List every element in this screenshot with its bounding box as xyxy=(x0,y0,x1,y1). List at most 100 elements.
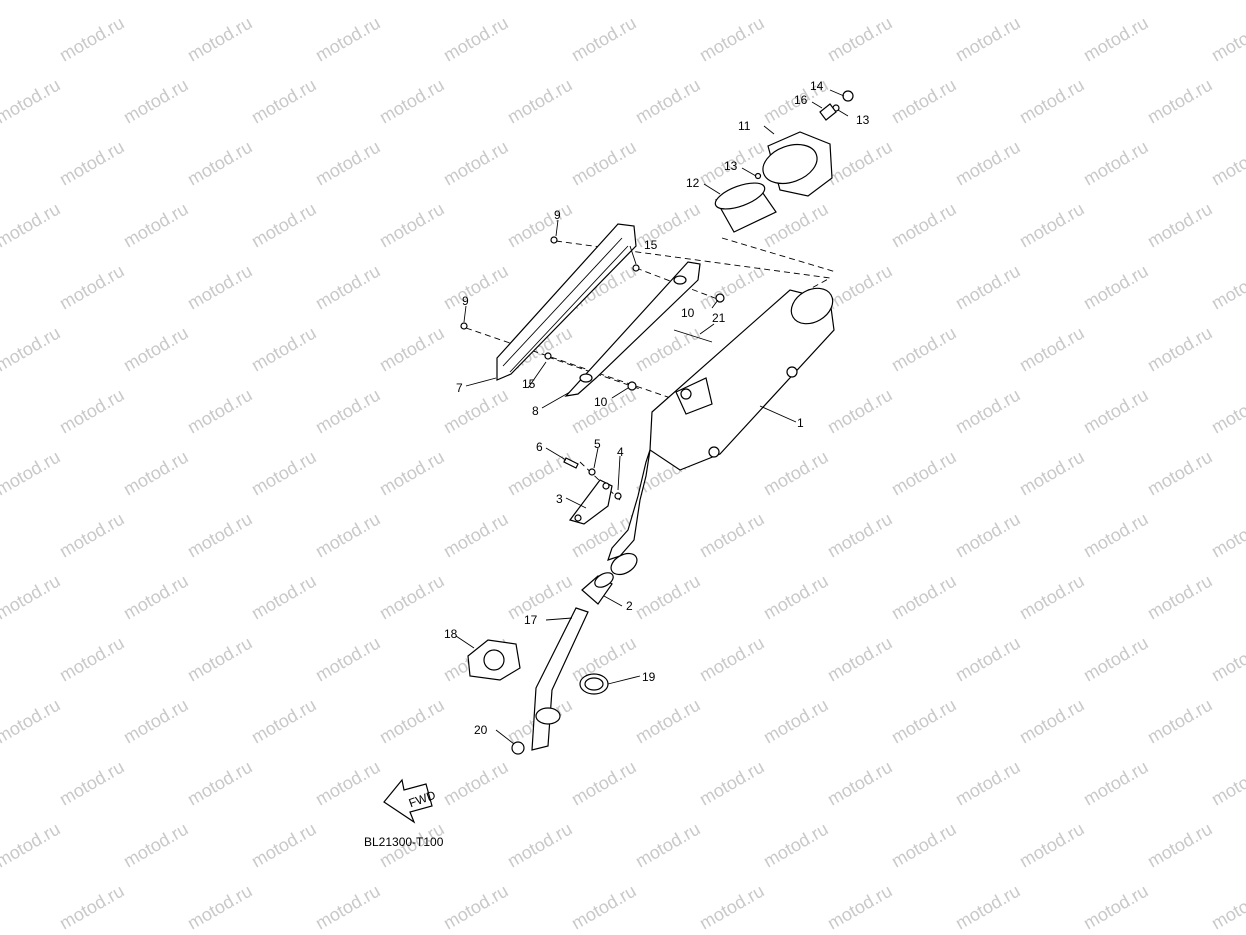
watermark-text: motod.ru xyxy=(1016,0,1088,3)
heat-shield-part-7 xyxy=(496,223,637,381)
watermark-text: motod.ru xyxy=(1144,447,1216,500)
watermark-text: motod.ru xyxy=(184,757,256,810)
watermark-text: motod.ru xyxy=(696,509,768,562)
band-part-12 xyxy=(714,182,777,233)
watermark-text: motod.ru xyxy=(120,199,192,252)
watermark-text: motod.ru xyxy=(0,199,64,252)
watermark-text: motod.ru xyxy=(1016,819,1088,872)
watermark-text: motod.ru xyxy=(1144,571,1216,624)
watermark-text: motod.ru xyxy=(1080,137,1152,190)
watermark-text: motod.ru xyxy=(56,385,128,438)
watermark-text: motod.ru xyxy=(504,0,576,3)
watermark-text: motod.ru xyxy=(888,199,960,252)
watermark-text: motod.ru xyxy=(888,819,960,872)
watermark-text: motod.ru xyxy=(760,695,832,748)
watermark-text: motod.ru xyxy=(120,695,192,748)
watermark-text: motod.ru xyxy=(1080,13,1152,66)
watermark-text: motod.ru xyxy=(1080,757,1152,810)
watermark-text: motod.ru xyxy=(1208,509,1246,562)
bolt-part-6 xyxy=(563,457,579,469)
callout-13-mid: 13 xyxy=(724,159,738,173)
watermark-text: motod.ru xyxy=(1016,323,1088,376)
callout-10-upper: 10 xyxy=(681,306,695,320)
watermark-text: motod.ru xyxy=(1016,75,1088,128)
bolt-part-21 xyxy=(673,329,713,343)
watermark-text: motod.ru xyxy=(56,137,128,190)
watermark-text: motod.ru xyxy=(760,0,832,3)
watermark-text: motod.ru xyxy=(0,323,64,376)
watermark-text: motod.ru xyxy=(312,261,384,314)
watermark-text: motod.ru xyxy=(184,261,256,314)
watermark-text: motod.ru xyxy=(376,199,448,252)
diagram-code: BL21300-T100 xyxy=(364,835,444,849)
watermark-text: motod.ru xyxy=(952,385,1024,438)
watermark-text: motod.ru xyxy=(1080,633,1152,686)
watermark-text: motod.ru xyxy=(312,757,384,810)
watermark-text: motod.ru xyxy=(1208,137,1246,190)
muffler-part-1 xyxy=(607,287,835,576)
callout-19: 19 xyxy=(642,670,656,684)
watermark-text: motod.ru xyxy=(56,757,128,810)
gasket-ring-part-19 xyxy=(579,673,609,695)
watermark-text: motod.ru xyxy=(120,0,192,3)
watermark-text: motod.ru xyxy=(376,571,448,624)
watermark-text: motod.ru xyxy=(568,13,640,66)
callout-15-upper: 15 xyxy=(644,238,658,252)
watermark-text: motod.ru xyxy=(184,881,256,934)
watermark-text: motod.ru xyxy=(312,385,384,438)
watermark-text: motod.ru xyxy=(952,509,1024,562)
watermark-text: motod.ru xyxy=(248,0,320,3)
watermark-text: motod.ru xyxy=(56,881,128,934)
watermark-text: motod.ru xyxy=(184,13,256,66)
watermark-text: motod.ru xyxy=(888,571,960,624)
callout-4: 4 xyxy=(617,445,624,459)
watermark-text: motod.ru xyxy=(632,819,704,872)
end-cap-part-11 xyxy=(762,131,833,197)
callout-13-top: 13 xyxy=(856,113,870,127)
watermark-text: motod.ru xyxy=(56,13,128,66)
watermark-text: motod.ru xyxy=(0,819,64,872)
watermark-text: motod.ru xyxy=(440,13,512,66)
watermark-text: motod.ru xyxy=(824,13,896,66)
watermark-text: motod.ru xyxy=(440,509,512,562)
exhaust-pipe-part-17 xyxy=(531,607,589,751)
callout-6: 6 xyxy=(536,440,543,454)
callout-labels: 1 2 3 4 5 6 7 8 9 9 10 10 11 12 13 13 14… xyxy=(444,79,870,737)
watermark-text: motod.ru xyxy=(376,447,448,500)
callout-14: 14 xyxy=(810,79,824,93)
watermark-text: motod.ru xyxy=(1016,571,1088,624)
watermark-text: motod.ru xyxy=(1208,881,1246,934)
watermark-text: motod.ru xyxy=(312,13,384,66)
watermark-text: motod.ru xyxy=(184,509,256,562)
watermark-text: motod.ru xyxy=(952,757,1024,810)
watermark-text: motod.ru xyxy=(568,881,640,934)
watermark-text: motod.ru xyxy=(248,571,320,624)
watermark-text: motod.ru xyxy=(56,509,128,562)
watermark-text: motod.ru xyxy=(184,137,256,190)
nut-part-10-lower xyxy=(627,381,637,391)
watermark-text: motod.ru xyxy=(952,13,1024,66)
watermark-text: motod.ru xyxy=(0,0,64,3)
watermark-text: motod.ru xyxy=(440,881,512,934)
callout-16: 16 xyxy=(794,93,808,107)
watermark-text: motod.ru xyxy=(504,199,576,252)
watermark-text: motod.ru xyxy=(760,819,832,872)
watermark-text: motod.ru xyxy=(632,75,704,128)
watermark-text: motod.ru xyxy=(56,633,128,686)
watermark-text: motod.ru xyxy=(1144,695,1216,748)
watermark-text: motod.ru xyxy=(440,757,512,810)
watermark-text: motod.ru xyxy=(120,819,192,872)
callout-9-lower: 9 xyxy=(462,294,469,308)
watermark-text: motod.ru xyxy=(1144,199,1216,252)
watermark-text: motod.ru xyxy=(952,881,1024,934)
nut-part-20 xyxy=(511,741,525,755)
watermark-text: motod.ru xyxy=(504,447,576,500)
gasket-part-2 xyxy=(581,572,614,605)
watermark-text: motod.ru xyxy=(760,447,832,500)
watermark-text: motod.ru xyxy=(1080,881,1152,934)
washer-part-5 xyxy=(588,468,596,476)
callout-15-lower: 15 xyxy=(522,377,536,391)
watermark-text: motod.ru xyxy=(1080,261,1152,314)
